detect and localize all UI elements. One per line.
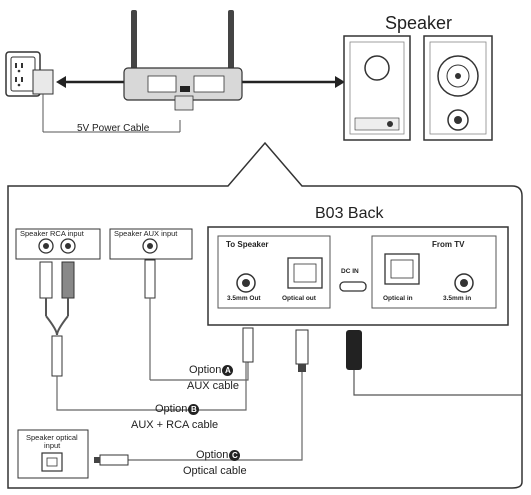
optical-out-label: Optical out xyxy=(282,295,316,302)
speaker-left-icon xyxy=(343,35,411,141)
cable-option-c xyxy=(94,329,309,466)
optical-in-port-icon xyxy=(384,253,420,285)
optical-input-port-icon xyxy=(41,452,63,472)
dc-in-port-icon xyxy=(339,281,367,292)
option-c-text: Option xyxy=(196,449,229,461)
dc-cable xyxy=(346,330,522,396)
optical-input-label-2: input xyxy=(44,441,61,450)
rca-input-box xyxy=(15,228,101,260)
b03-device-icon xyxy=(123,10,243,111)
rca-jacks-icon xyxy=(38,238,76,254)
option-a-badge: A xyxy=(222,364,234,376)
speaker-title: Speaker xyxy=(385,13,453,33)
option-b-text: Option xyxy=(155,403,188,415)
from-tv-group-box xyxy=(371,235,497,309)
option-b-badge: B xyxy=(188,403,200,415)
rca-input-label: Speaker RCA input xyxy=(20,229,84,238)
power-adapter-icon xyxy=(32,69,181,133)
option-c-cable: Optical cable xyxy=(183,465,247,477)
power-arrow-icon xyxy=(56,76,345,88)
optical-in-label: Optical in xyxy=(383,295,413,302)
optical-input-label-1: Speaker optical xyxy=(26,433,78,442)
jack-35-out-icon xyxy=(236,273,256,293)
in-35-label: 3.5mm in xyxy=(443,295,472,302)
from-tv-label: From TV xyxy=(432,240,465,249)
back-panel-title: B03 Back xyxy=(315,205,384,222)
aux-plug-icon xyxy=(144,259,156,380)
aux-input-label: Speaker AUX input xyxy=(114,229,178,238)
dc-in-label: DC IN xyxy=(341,268,359,275)
optical-out-port-icon xyxy=(287,257,323,289)
option-a-text: Option xyxy=(189,364,222,376)
cable-option-b xyxy=(56,362,247,411)
jack-35-in-icon xyxy=(454,273,474,293)
aux-jack-icon xyxy=(142,238,158,254)
option-c-badge: C xyxy=(229,449,241,461)
rca-plugs-icon xyxy=(39,261,75,377)
power-cable-label: 5V Power Cable xyxy=(77,123,150,134)
out-35-label: 3.5mm Out xyxy=(227,295,261,302)
option-b-cable: AUX + RCA cable xyxy=(131,419,219,431)
cable-option-a xyxy=(150,327,254,381)
to-speaker-label: To Speaker xyxy=(226,240,269,249)
speaker-right-icon xyxy=(423,35,493,141)
option-a-cable: AUX cable xyxy=(187,380,239,392)
to-speaker-group-box xyxy=(217,235,331,309)
